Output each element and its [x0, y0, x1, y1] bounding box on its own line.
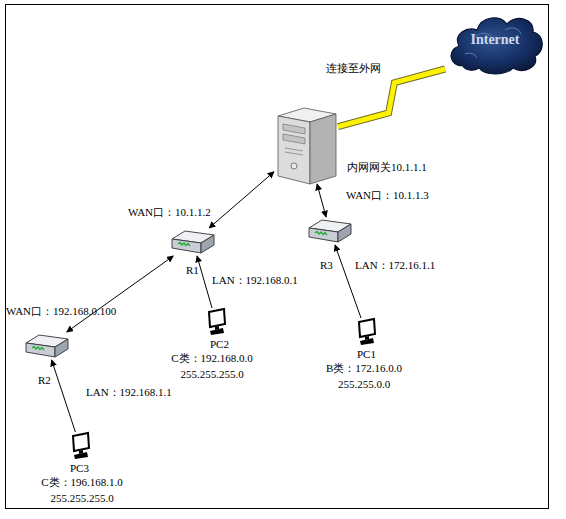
link-line: [197, 256, 212, 308]
lan-label: LAN：192.168.0.1: [212, 273, 298, 287]
router-front: [172, 239, 201, 253]
wan-label: WAN口：10.1.1.3: [346, 188, 429, 202]
pc-name: PC1: [357, 347, 376, 361]
router-name: R1: [186, 263, 199, 277]
subnet-label: B类：172.16.0.0 255.255.0.0: [304, 360, 424, 392]
router-r3: WAN口：10.1.1.3R3LAN：172.16.1.1: [307, 217, 353, 245]
gateway-label: 内网网关10.1.1.1: [347, 160, 427, 174]
pc-name: PC3: [70, 461, 89, 475]
pc-name: PC2: [210, 337, 229, 351]
pc-monitor: [209, 309, 225, 327]
subnet-label: C类：196.168.1.0 255.255.255.0: [22, 474, 142, 506]
pc-icon: [204, 308, 228, 336]
pc-base: [360, 338, 374, 345]
pc-base: [210, 328, 224, 335]
link-label: 连接至外网: [326, 61, 381, 75]
lightning-link: [338, 69, 445, 127]
lan-label: LAN：172.16.1.1: [355, 258, 435, 272]
server-side: [310, 114, 336, 184]
pc-base: [74, 452, 88, 459]
router-side: [201, 235, 214, 253]
router-icon: [307, 217, 353, 245]
network-link: [335, 245, 361, 318]
network-link: [52, 360, 76, 432]
router-side: [338, 224, 351, 242]
router-side: [55, 339, 68, 357]
network-link: [67, 256, 174, 332]
link-line: [335, 245, 361, 318]
network-link: [209, 172, 274, 228]
pc-monitor: [73, 433, 89, 451]
router-r2: WAN口：192.168.0.100R2LAN：192.168.1.1: [24, 332, 70, 360]
router-icon: [24, 332, 70, 360]
router-front: [309, 228, 338, 242]
outer-border: [6, 5, 549, 509]
lightning-bolt: [338, 69, 445, 127]
router-lights: [32, 347, 44, 351]
pc-3: PC3C类：196.168.1.0 255.255.255.0: [68, 432, 92, 460]
router-lights: [315, 232, 327, 236]
server-front: [278, 116, 310, 184]
network-link: [317, 184, 326, 217]
pc-icon: [354, 318, 378, 346]
pc-icon: [68, 432, 92, 460]
power-button: [291, 163, 297, 169]
pc-monitor: [359, 319, 375, 337]
link-line: [209, 172, 274, 228]
cloud-label: Internet: [445, 33, 545, 47]
lan-label: LAN：192.168.1.1: [86, 385, 172, 399]
drive-bay: [283, 124, 305, 144]
vent-line: [285, 148, 303, 155]
gateway-server: 内网网关10.1.1.1: [274, 104, 338, 184]
lightning-outline: [338, 69, 445, 127]
wan-label: WAN口：192.168.0.100: [6, 304, 116, 318]
network-link: [197, 256, 212, 308]
router-name: R3: [320, 258, 333, 272]
router-r1: WAN口：10.1.1.2R1LAN：192.168.0.1: [170, 228, 216, 256]
router-name: R2: [38, 373, 51, 387]
subnet-label: C类：192.168.0.0 255.255.255.0: [152, 350, 272, 382]
link-line: [67, 256, 174, 332]
pc-2: PC2C类：192.168.0.0 255.255.255.0: [204, 308, 228, 336]
internet-cloud: Internet: [445, 8, 545, 76]
server-tower: [274, 104, 338, 184]
link-line: [317, 184, 326, 217]
router-icon: [170, 228, 216, 256]
router-front: [26, 343, 55, 357]
pc-1: PC1B类：172.16.0.0 255.255.0.0: [354, 318, 378, 346]
router-lights: [178, 243, 190, 247]
wan-label: WAN口：10.1.1.2: [128, 205, 211, 219]
link-line: [52, 360, 76, 432]
